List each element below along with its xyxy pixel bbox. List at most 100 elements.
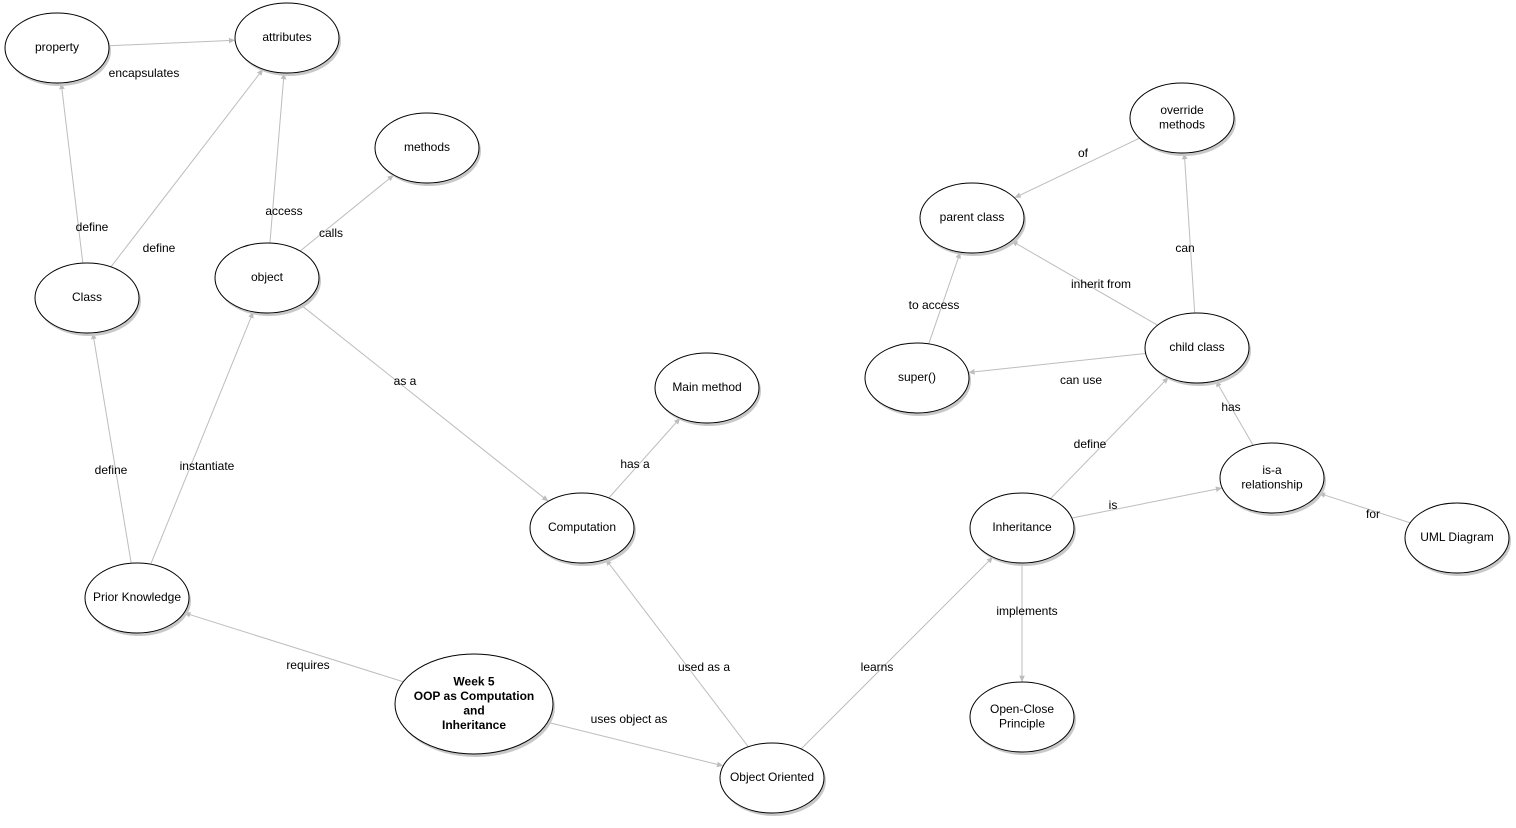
node-ellipse bbox=[529, 492, 635, 564]
edge-week5-prior bbox=[183, 612, 404, 683]
node-ellipse bbox=[84, 562, 190, 634]
edge-isa-child bbox=[1215, 380, 1254, 446]
node-label: UML Diagram bbox=[1420, 530, 1494, 544]
edge-label-child-override: can bbox=[1175, 241, 1194, 255]
edge-label-isa-child: has bbox=[1221, 400, 1240, 414]
edge-label-property-attributes: encapsulates bbox=[109, 66, 180, 80]
node-label: parent class bbox=[940, 210, 1005, 224]
edge-label-child-parent: inherit from bbox=[1071, 277, 1131, 291]
edge-label-class-property: define bbox=[76, 220, 109, 234]
node-ellipse bbox=[374, 112, 480, 184]
node-label: Main method bbox=[672, 380, 741, 394]
node-label: override bbox=[1160, 103, 1204, 117]
edge-label-inheritance-openclose: implements bbox=[996, 604, 1057, 618]
node-label: methods bbox=[1159, 117, 1205, 131]
edge-class-property bbox=[59, 82, 84, 264]
node-property[interactable]: property bbox=[4, 12, 111, 86]
edge-label-inheritance-child: define bbox=[1074, 437, 1107, 451]
node-class[interactable]: Class bbox=[34, 262, 141, 336]
edge-object-computation bbox=[300, 304, 549, 502]
edge-label-override-parent: of bbox=[1078, 146, 1089, 160]
node-attributes[interactable]: attributes bbox=[234, 2, 341, 76]
node-main-method[interactable]: Main method bbox=[654, 352, 761, 426]
edge-class-attributes bbox=[110, 68, 264, 268]
edges-layer bbox=[59, 37, 1411, 768]
node-ellipse bbox=[1144, 312, 1250, 384]
node-label: methods bbox=[404, 140, 450, 154]
node-label: is-a bbox=[1262, 463, 1282, 477]
node-inheritance[interactable]: Inheritance bbox=[969, 492, 1076, 566]
edge-label-object-attributes: access bbox=[265, 204, 302, 218]
node-label: Open-Close bbox=[990, 702, 1054, 716]
edge-label-prior-object: instantiate bbox=[180, 459, 235, 473]
node-label: and bbox=[463, 703, 484, 717]
node-label: Prior Knowledge bbox=[93, 590, 181, 604]
edge-label-inheritance-isa: is bbox=[1109, 498, 1118, 512]
edge-prior-class bbox=[91, 332, 132, 564]
node-label: Object Oriented bbox=[730, 770, 814, 784]
edge-oo-computation bbox=[605, 558, 749, 748]
edge-label-week5-prior: requires bbox=[286, 658, 329, 672]
node-ellipse bbox=[969, 681, 1075, 753]
node-label: OOP as Computation bbox=[414, 689, 534, 703]
node-ellipse bbox=[1129, 82, 1235, 154]
edge-child-override bbox=[1181, 152, 1196, 314]
edge-label-class-attributes: define bbox=[143, 241, 176, 255]
node-child-class[interactable]: child class bbox=[1144, 312, 1251, 386]
node-ellipse bbox=[234, 2, 340, 74]
edge-label-computation-main: has a bbox=[620, 457, 650, 471]
node-label: object bbox=[251, 270, 284, 284]
edge-object-methods bbox=[299, 174, 395, 252]
node-object-oriented[interactable]: Object Oriented bbox=[719, 742, 826, 816]
node-prior-knowledge[interactable]: Prior Knowledge bbox=[84, 562, 191, 636]
edge-label-child-super: can use bbox=[1060, 373, 1102, 387]
node-label: super() bbox=[898, 370, 936, 384]
node-parent-class[interactable]: parent class bbox=[919, 182, 1026, 256]
edge-prior-object bbox=[150, 311, 254, 565]
node-ellipse bbox=[919, 182, 1025, 254]
node-ellipse bbox=[864, 342, 970, 414]
node-ellipse bbox=[214, 242, 320, 314]
edge-oo-inheritance bbox=[800, 556, 994, 750]
node-label: child class bbox=[1169, 340, 1224, 354]
node-label: relationship bbox=[1241, 477, 1303, 491]
edge-label-oo-inheritance: learns bbox=[861, 660, 894, 674]
node-uml[interactable]: UML Diagram bbox=[1404, 502, 1511, 576]
node-ellipse bbox=[394, 653, 554, 755]
edge-label-uml-isa: for bbox=[1366, 507, 1380, 521]
edge-label-oo-computation: used as a bbox=[678, 660, 730, 674]
edge-child-super bbox=[968, 353, 1146, 375]
edge-label-prior-class: define bbox=[95, 463, 128, 477]
edge-inheritance-child bbox=[1050, 376, 1169, 500]
node-object[interactable]: object bbox=[214, 242, 321, 316]
node-computation[interactable]: Computation bbox=[529, 492, 636, 566]
edge-override-parent bbox=[1014, 137, 1140, 199]
node-ellipse bbox=[1219, 442, 1325, 514]
node-methods[interactable]: methods bbox=[374, 112, 481, 186]
edge-property-attributes bbox=[108, 37, 236, 47]
node-label: Computation bbox=[548, 520, 616, 534]
node-label: Principle bbox=[999, 716, 1045, 730]
node-label: Week 5 bbox=[453, 674, 494, 688]
node-label: Inheritance bbox=[442, 718, 506, 732]
edge-label-super-parent: to access bbox=[909, 298, 960, 312]
node-ellipse bbox=[719, 742, 825, 814]
node-label: property bbox=[35, 40, 79, 54]
edge-child-parent bbox=[1011, 240, 1158, 326]
edge-uml-isa bbox=[1318, 492, 1411, 524]
edge-week5-oo bbox=[547, 721, 724, 768]
node-ellipse bbox=[34, 262, 140, 334]
edge-super-parent bbox=[928, 251, 961, 345]
node-ellipse bbox=[654, 352, 760, 424]
node-ellipse bbox=[1404, 502, 1510, 574]
edge-computation-main bbox=[608, 417, 681, 499]
node-super[interactable]: super() bbox=[864, 342, 971, 416]
node-label: Inheritance bbox=[992, 520, 1052, 534]
